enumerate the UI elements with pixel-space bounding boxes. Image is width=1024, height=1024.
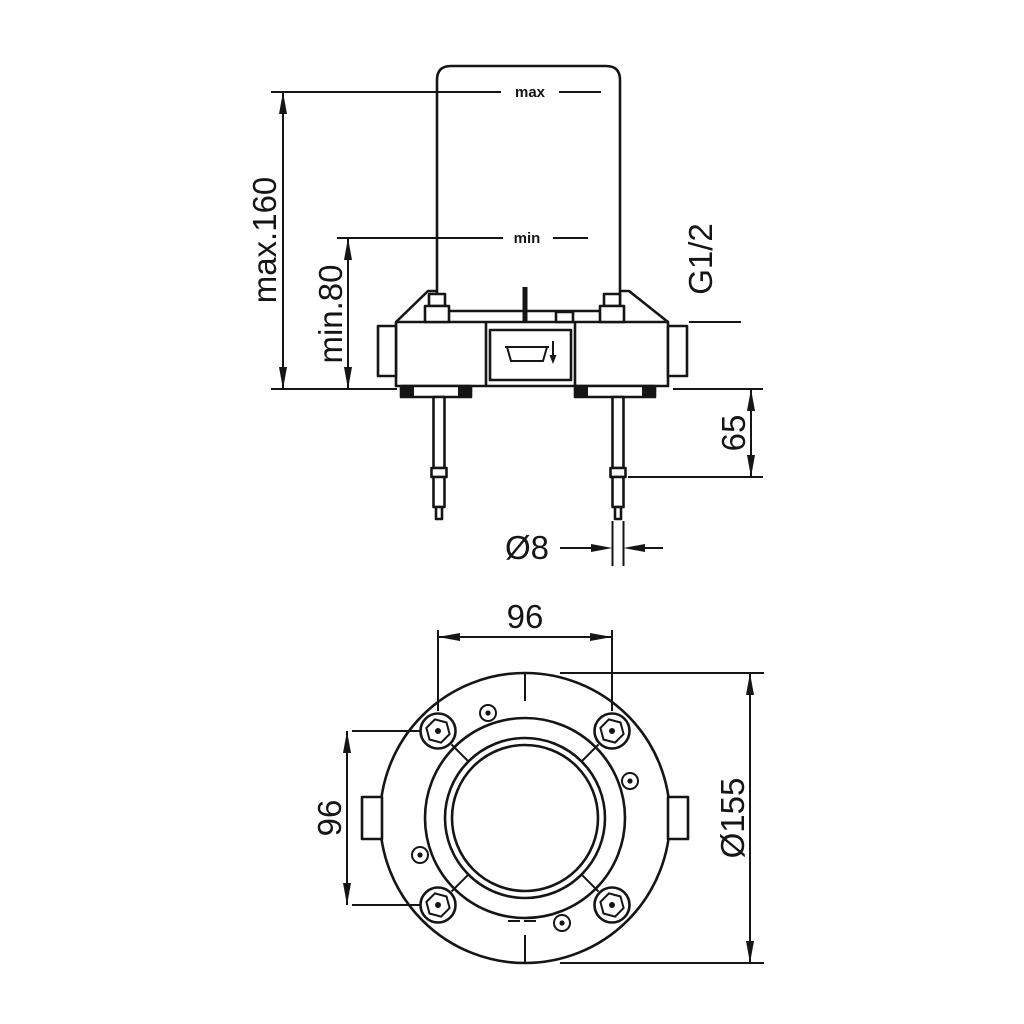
rib-top-right [580,743,600,763]
body-lug [554,310,575,324]
left-connection [376,324,398,378]
dim-g12-label: G1/2 [682,223,719,295]
front-view [360,671,690,965]
right-leg [609,395,627,521]
screw-bottom-left [419,886,457,924]
screw-top-right [593,712,631,750]
left-leg [430,395,448,521]
dim-min80-label: min.80 [312,264,349,363]
dim-65-label: 65 [715,415,752,452]
flange-inner-ring [423,716,627,920]
dim-96h-label: 96 [507,598,544,635]
dim-96v-label: 96 [311,800,348,837]
right-shoulder [620,289,669,324]
rib-bottom-left [450,873,470,893]
front-view-dimensions: 96 96 Ø155 [311,598,764,964]
dim-max160-label: max.160 [246,177,283,304]
left-shoulder [395,289,437,323]
screw-bottom-right [593,886,631,924]
cover-max-label: max [515,84,546,101]
flange-tab-right [666,795,690,841]
mounting-bolt-left [423,292,451,324]
side-view-dimensions: max.160 min.80 G1/2 65 Ø8 [246,92,763,566]
center-window [488,328,573,382]
cover-min-label: min [514,230,541,247]
mounting-bolt-right [598,292,626,324]
screw-top-left [419,712,457,750]
center-hole-outer [443,736,607,900]
bathtub-icon [505,341,557,364]
foot-pad-right [573,384,657,399]
rib-top-left [450,743,470,763]
right-connection [666,324,689,378]
flange-outer-circle [378,671,672,965]
protection-cover [435,64,622,313]
dim-dia8-label: Ø8 [505,529,549,566]
side-view: max min [271,64,689,521]
flange-tab-left [360,795,384,841]
dim-dia155-label: Ø155 [714,778,751,859]
foot-pad-left [399,384,473,399]
rib-bottom-right [580,873,600,893]
center-hole-inner [450,743,600,893]
valve-body [394,320,670,388]
